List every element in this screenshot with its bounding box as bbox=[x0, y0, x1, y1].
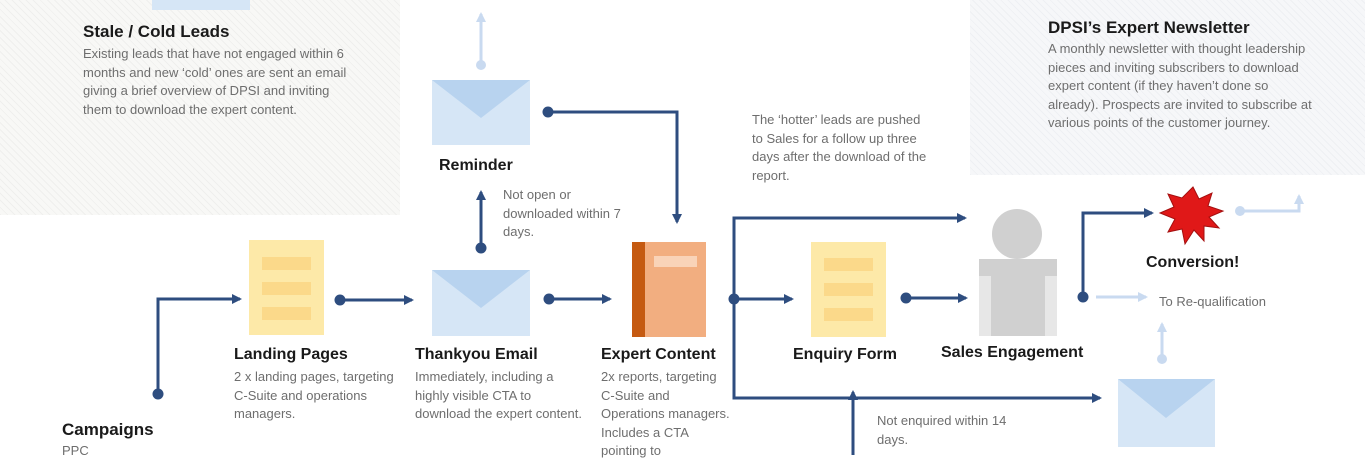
stale-leads-desc: Existing leads that have not engaged wit… bbox=[83, 46, 347, 117]
hotter-leads-note: The ‘hotter’ leads are pushed to Sales f… bbox=[752, 112, 927, 183]
enquiry-form-title: Enquiry Form bbox=[793, 346, 898, 363]
campaigns-title: Campaigns bbox=[62, 420, 154, 439]
landing-pages-desc: 2 x landing pages, targeting C-Suite and… bbox=[234, 369, 394, 421]
not-enquired-note: Not enquired within 14 days. bbox=[877, 413, 1007, 447]
newsletter-title: DPSI’s Expert Newsletter bbox=[1048, 18, 1250, 37]
nurture-envelope-icon bbox=[1118, 379, 1215, 447]
landing-page-icon bbox=[249, 240, 324, 335]
thankyou-envelope-icon bbox=[432, 270, 530, 336]
reminder-envelope-icon bbox=[432, 80, 530, 145]
expert-content-title: Expert Content bbox=[601, 346, 716, 363]
newsletter-desc: A monthly newsletter with thought leader… bbox=[1048, 41, 1312, 130]
conversion-to-newsletter-connector bbox=[1240, 194, 1304, 213]
campaigns-to-landing-connector bbox=[156, 294, 242, 393]
requal-note: To Re-qualification bbox=[1159, 294, 1266, 309]
sales-person-icon bbox=[979, 209, 1057, 336]
landing-pages-title: Landing Pages bbox=[234, 346, 348, 363]
thankyou-email-desc: Immediately, including a highly visible … bbox=[415, 369, 582, 421]
expert-split-connectors bbox=[732, 213, 1102, 403]
campaigns-desc: PPC bbox=[62, 443, 89, 458]
conversion-title: Conversion! bbox=[1146, 254, 1240, 271]
expert-content-desc: 2x reports, targeting C-Suite and Operat… bbox=[601, 369, 730, 458]
stale-envelope-icon bbox=[152, 0, 250, 10]
reminder-title: Reminder bbox=[439, 157, 513, 174]
not-open-note: Not open or downloaded within 7 days. bbox=[503, 187, 621, 239]
reminder-to-expert-connector bbox=[548, 110, 682, 224]
newsletter-panel bbox=[970, 0, 1365, 175]
sales-engagement-title: Sales Engagement bbox=[941, 344, 1084, 361]
conversion-burst-icon bbox=[1158, 186, 1225, 246]
stale-leads-title: Stale / Cold Leads bbox=[83, 22, 230, 41]
thankyou-email-title: Thankyou Email bbox=[415, 346, 538, 363]
expert-content-book-icon bbox=[632, 242, 706, 337]
enquiry-form-icon bbox=[811, 242, 886, 337]
stale-leads-panel bbox=[0, 0, 400, 215]
sales-to-conversion-connector bbox=[1081, 208, 1154, 297]
